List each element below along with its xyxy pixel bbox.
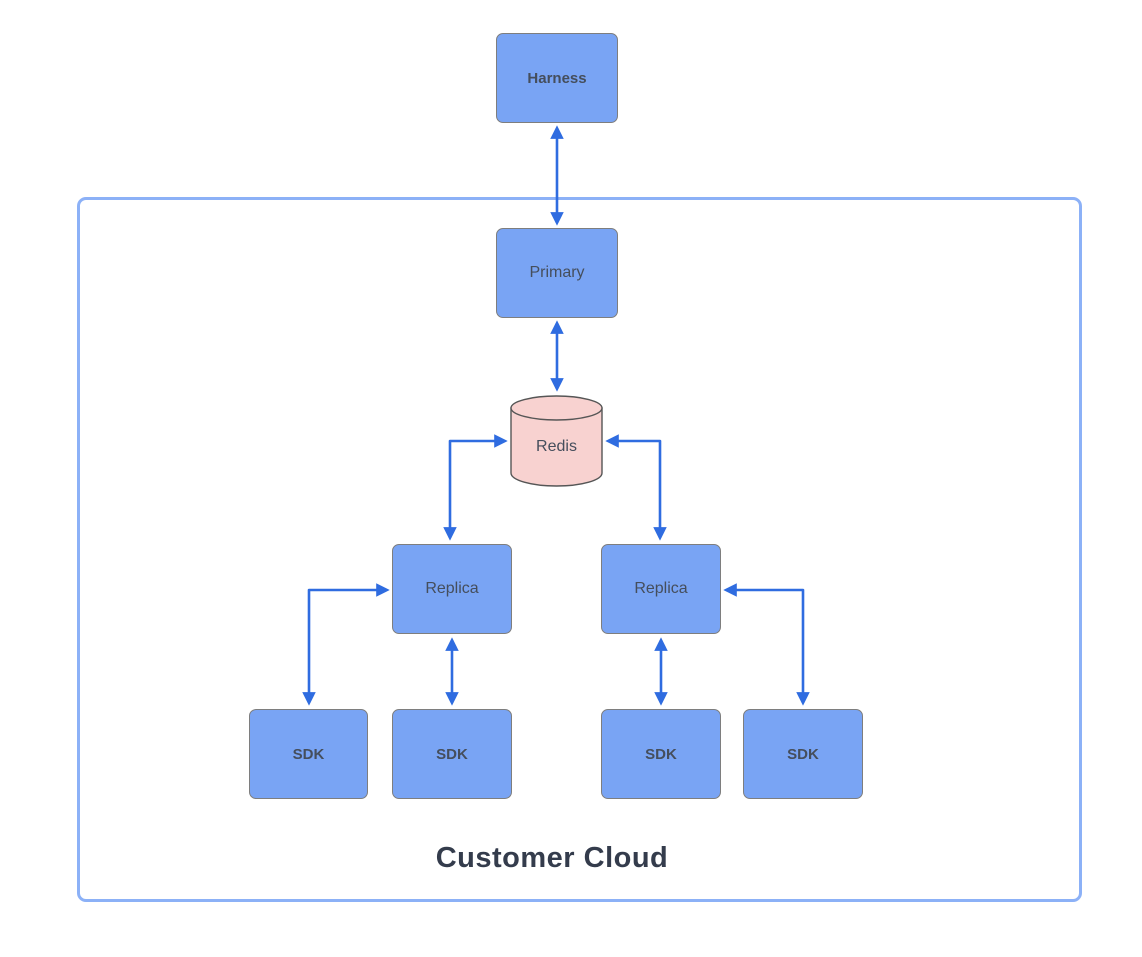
node-redis: Redis <box>509 394 604 488</box>
node-primary: Primary <box>496 228 618 318</box>
node-replica-left: Replica <box>392 544 512 634</box>
node-sdk-1-label: SDK <box>292 745 325 763</box>
node-sdk-4: SDK <box>743 709 863 799</box>
node-replica-right-label: Replica <box>634 580 688 597</box>
node-redis-label: Redis <box>536 438 577 455</box>
node-harness: Harness <box>496 33 618 123</box>
node-primary-label: Primary <box>529 264 585 281</box>
node-harness-label: Harness <box>527 69 587 87</box>
node-sdk-2-label: SDK <box>436 745 468 763</box>
customer-cloud-container <box>77 197 1082 902</box>
node-sdk-3-label: SDK <box>645 745 677 763</box>
node-sdk-1: SDK <box>249 709 368 799</box>
node-replica-left-label: Replica <box>425 580 479 597</box>
node-sdk-3: SDK <box>601 709 721 799</box>
node-sdk-2: SDK <box>392 709 512 799</box>
database-cylinder-icon <box>510 395 603 487</box>
node-sdk-4-label: SDK <box>787 745 819 763</box>
node-replica-right: Replica <box>601 544 721 634</box>
container-title: Customer Cloud <box>435 842 669 874</box>
